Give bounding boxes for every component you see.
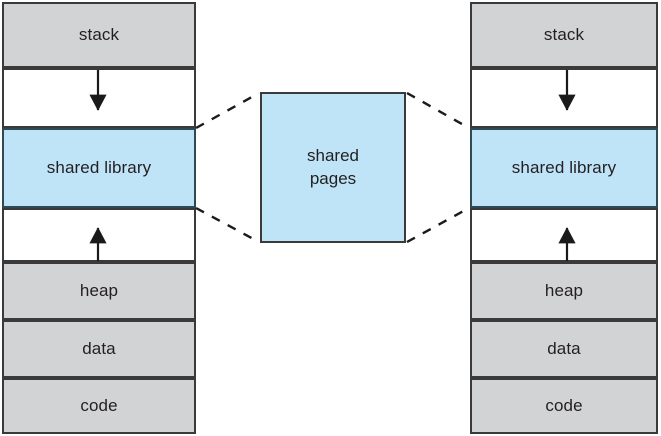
right-segment-stack-label: stack xyxy=(543,24,585,44)
shared-pages-label: shared pages xyxy=(307,145,359,190)
left-segment-stack: stack xyxy=(2,2,196,68)
left-segment-shared-library-label: shared library xyxy=(46,157,152,177)
right-segment-heap: heap xyxy=(470,262,658,320)
right-segment-free-space-1 xyxy=(470,68,658,128)
right-segment-code-label: code xyxy=(545,395,583,415)
left-segment-stack-label: stack xyxy=(78,24,120,44)
right-segment-stack: stack xyxy=(470,2,658,68)
connector-top-right xyxy=(406,91,470,130)
right-segment-heap-label: heap xyxy=(544,280,584,300)
shared-pages-line1: shared xyxy=(307,146,359,166)
left-segment-code-label: code xyxy=(80,395,118,415)
right-segment-data-label: data xyxy=(547,338,581,358)
connector-bottom-right xyxy=(406,206,470,244)
right-segment-free-space-3 xyxy=(470,208,658,262)
left-segment-heap-label: heap xyxy=(79,280,119,300)
right-segment-shared-library-label: shared library xyxy=(511,157,617,177)
left-segment-data: data xyxy=(2,320,196,378)
shared-pages-box: shared pages xyxy=(260,92,406,243)
right-segment-shared-library: shared library xyxy=(470,128,658,208)
right-segment-data: data xyxy=(470,320,658,378)
left-segment-shared-library: shared library xyxy=(2,128,196,208)
right-segment-code: code xyxy=(470,378,658,434)
left-segment-data-label: data xyxy=(82,338,116,358)
left-segment-heap: heap xyxy=(2,262,196,320)
connector-top-left xyxy=(195,91,260,130)
left-segment-code: code xyxy=(2,378,196,434)
left-segment-free-space-3 xyxy=(2,208,196,262)
left-segment-free-space-1 xyxy=(2,68,196,128)
shared-pages-line2: pages xyxy=(309,168,357,188)
connector-bottom-left xyxy=(195,206,260,244)
